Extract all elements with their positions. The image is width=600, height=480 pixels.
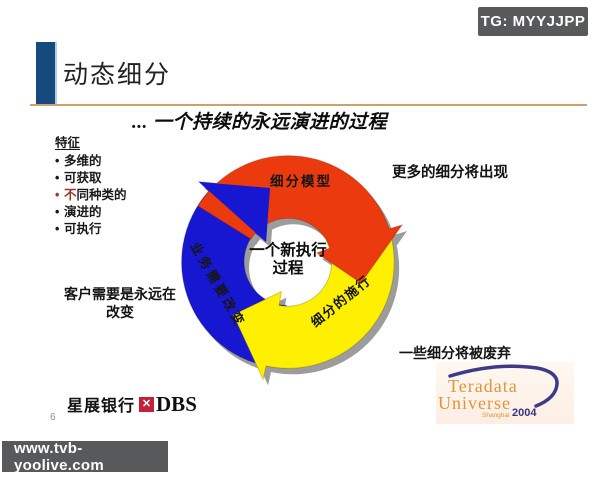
teradata-city-label: Shanghai [482,412,510,419]
title-divider [30,104,587,106]
annotation-line: 改变 [106,303,134,320]
slide-title: 动态细分 [63,62,172,89]
page-number: 6 [50,412,56,423]
dbs-english-name: DBS [156,391,197,416]
list-item-label: 可获取 [64,171,102,185]
bullet-icon: • [55,222,60,236]
slide-subtitle: ... 一个持续的永远演进的过程 [132,112,388,133]
list-item-label: 可执行 [64,222,102,236]
annotation-discarded-segments: 一些细分将被废弃 [399,345,511,361]
cycle-center-line: 一个新执行 [249,242,327,259]
bullet-icon: • [55,205,60,219]
list-item: • 不同种类的 [55,187,127,204]
cycle-arrow-blue-head [199,182,270,242]
features-heading: 特征 [55,136,81,150]
watermark-badge-label: TG: MYYJJPP [480,13,586,30]
list-item-label: 演进的 [64,205,102,219]
list-item: • 演进的 [55,204,127,221]
dbs-chinese-name: 星展银行 [67,398,136,415]
annotation-more-segments: 更多的细分将出现 [392,165,508,181]
bullet-icon: • [55,171,60,185]
teradata-wordmark: Teradata [448,376,518,396]
teradata-universe-logo: Teradata Universe Shanghai 2004 [436,362,574,424]
watermark-badge: TG: MYYJJPP [478,7,588,36]
list-item: • 多维的 [55,153,127,170]
teradata-year-label: 2004 [512,407,537,419]
dbs-logo-icon: ✕ [139,396,155,412]
list-item-label: 同种类的 [76,188,127,202]
bullet-icon: • [55,188,60,202]
cycle-center-line: 过程 [272,260,304,277]
dbs-logo: 星展银行 ✕ DBS [67,391,197,416]
list-item: • 可获取 [55,170,127,187]
bullet-icon: • [55,154,60,168]
list-item-label: 多维的 [64,154,102,168]
cycle-center-label: 一个新执行 过程 [240,242,336,278]
arrow-label-segmentation-model: 细分模型 [270,174,332,189]
annotation-line: 客户需要是永远在 [64,286,176,302]
footer-url-bar: www.tvb-yoolive.com [2,439,168,474]
footer-url: www.tvb-yoolive.com [14,439,104,474]
title-accent-bar [36,42,57,105]
teradata-swoosh-icon [448,364,559,408]
list-item-highlight: 不 [64,188,77,202]
features-list: 特征 • 多维的 • 可获取 • 不同种类的 • 演进的 • 可执行 [55,135,127,238]
universe-wordmark: Universe [438,393,511,413]
annotation-customer-needs: 客户需要是永远在 改变 [58,286,182,321]
list-item: • 可执行 [55,221,127,238]
